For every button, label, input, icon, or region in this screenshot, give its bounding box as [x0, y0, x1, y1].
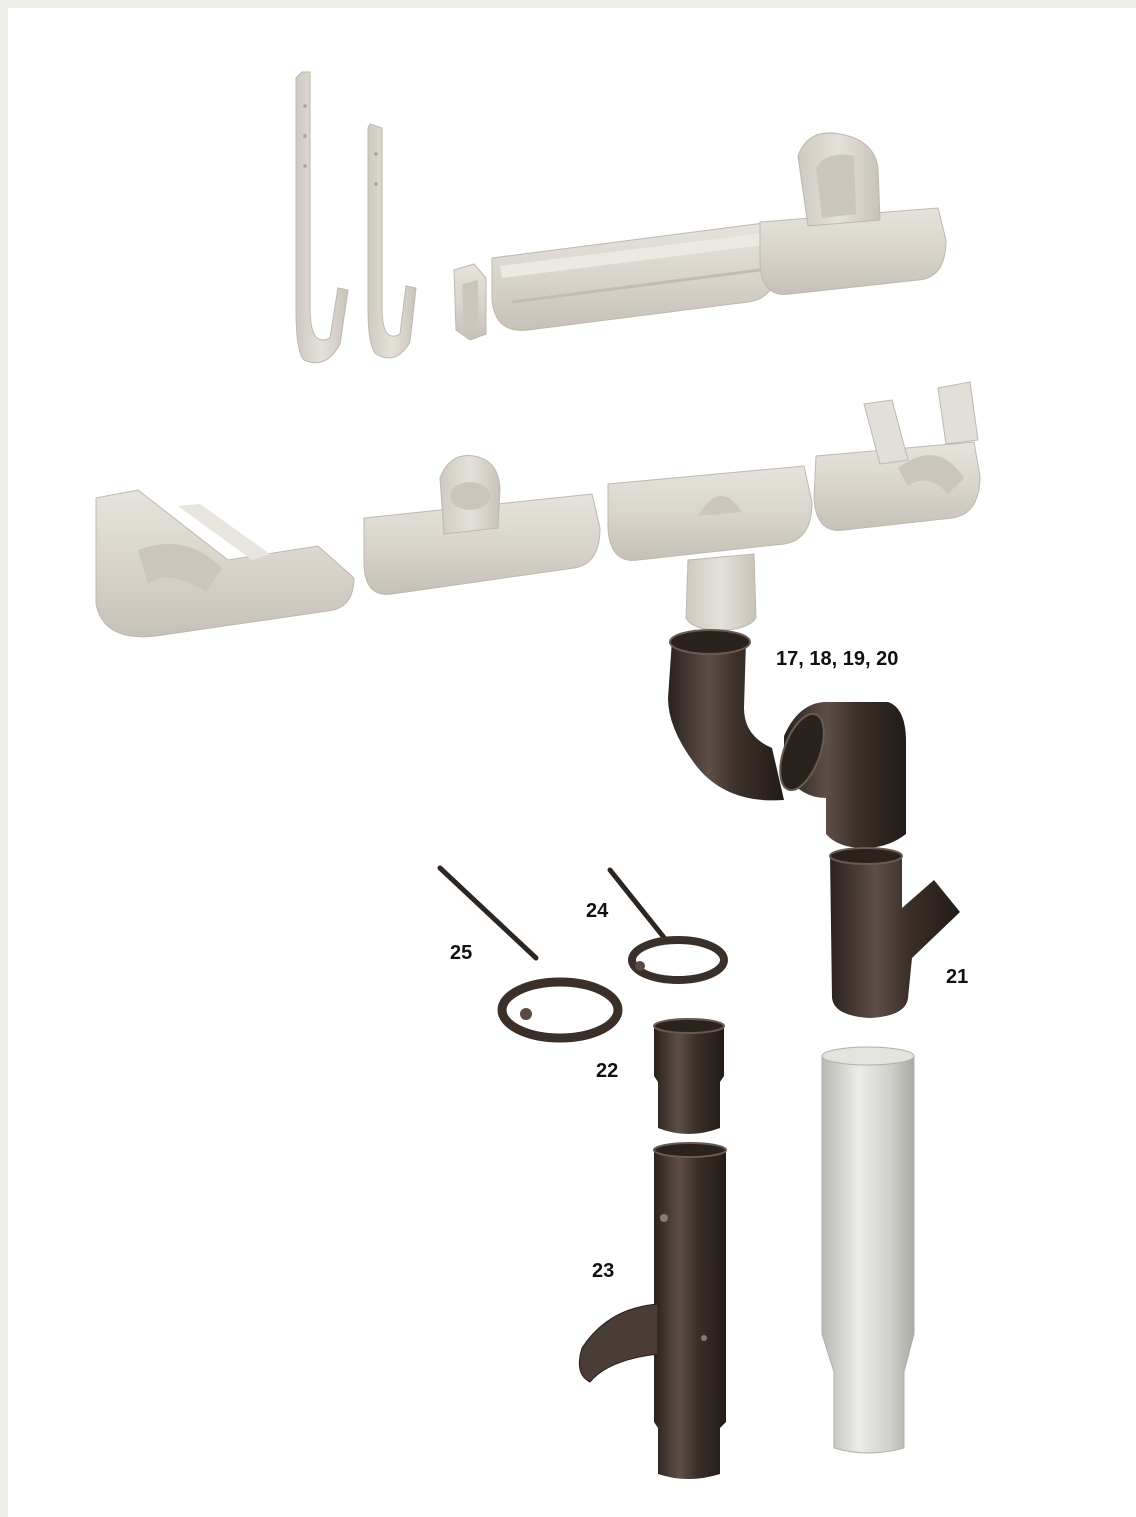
gutter-end-cap — [453, 263, 487, 341]
gutter-hanger-long — [295, 71, 349, 364]
gutter-running-outlet — [363, 454, 601, 595]
callout-clip-small: 24 — [586, 900, 609, 922]
downpipe — [821, 1046, 915, 1454]
elbow-pair — [668, 629, 906, 848]
gutter-straight — [491, 221, 779, 331]
callout-socket: 22 — [596, 1060, 619, 1082]
gutter-drop-outlet — [607, 465, 813, 631]
diagram-panel: 17, 18, 19, 20 21 22 23 24 25 — [8, 8, 1136, 1517]
callout-elbows: 17, 18, 19, 20 — [776, 648, 899, 670]
callout-clip-large: 25 — [450, 942, 473, 964]
pipe-clip-large — [437, 865, 623, 1043]
gutter-hanger-short — [367, 123, 417, 359]
callout-branch: 21 — [946, 966, 969, 988]
gutter-inner-corner — [813, 381, 981, 531]
pipe-branch — [829, 847, 960, 1018]
pipe-clip-small — [607, 867, 728, 984]
gutter-outer-corner — [95, 489, 355, 638]
rain-diverter — [578, 1142, 727, 1479]
exploded-gutter-diagram — [95, 71, 981, 1479]
pipe-socket — [653, 1018, 725, 1134]
callout-rain-diverter: 23 — [592, 1260, 615, 1282]
gutter-joint-connector — [759, 132, 947, 295]
